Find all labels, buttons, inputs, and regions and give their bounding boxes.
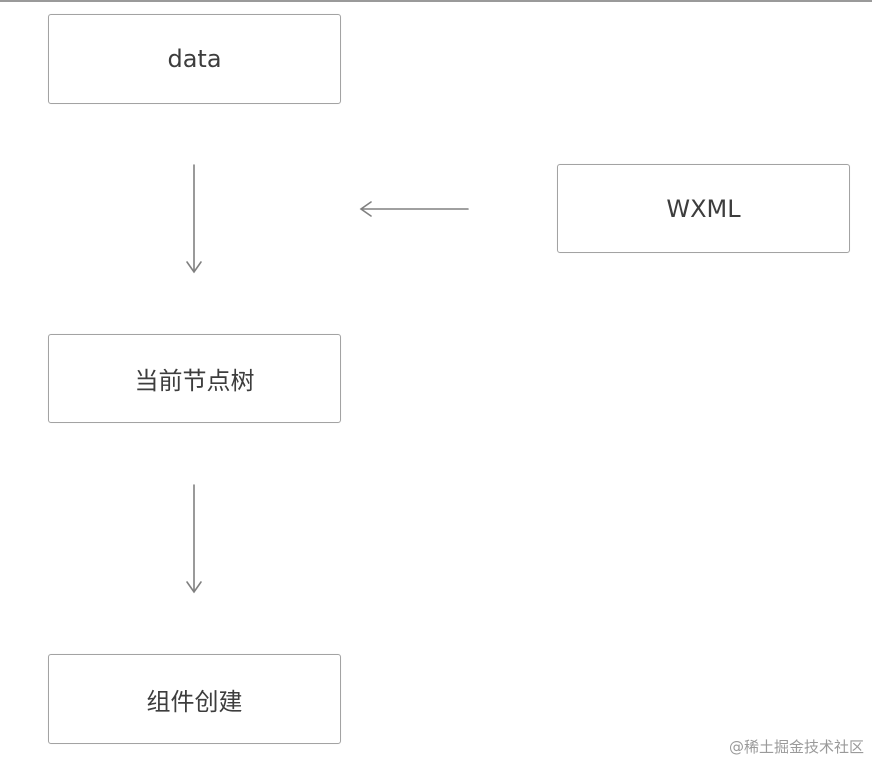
node-component-create: 组件创建 [48, 654, 341, 744]
node-current-tree-label: 当前节点树 [134, 367, 255, 395]
arrow-data-to-tree [186, 164, 202, 274]
node-wxml: WXML [557, 164, 850, 253]
node-current-tree: 当前节点树 [48, 334, 341, 423]
node-data: data [48, 14, 341, 104]
arrow-wxml-to-tree [359, 201, 469, 217]
node-wxml-label: WXML [666, 194, 741, 223]
node-component-create-label: 组件创建 [146, 687, 243, 716]
node-data-label: data [167, 45, 222, 73]
top-divider [0, 0, 872, 2]
arrow-tree-to-create [186, 484, 202, 594]
watermark-text: @稀土掘金技术社区 [728, 738, 864, 756]
